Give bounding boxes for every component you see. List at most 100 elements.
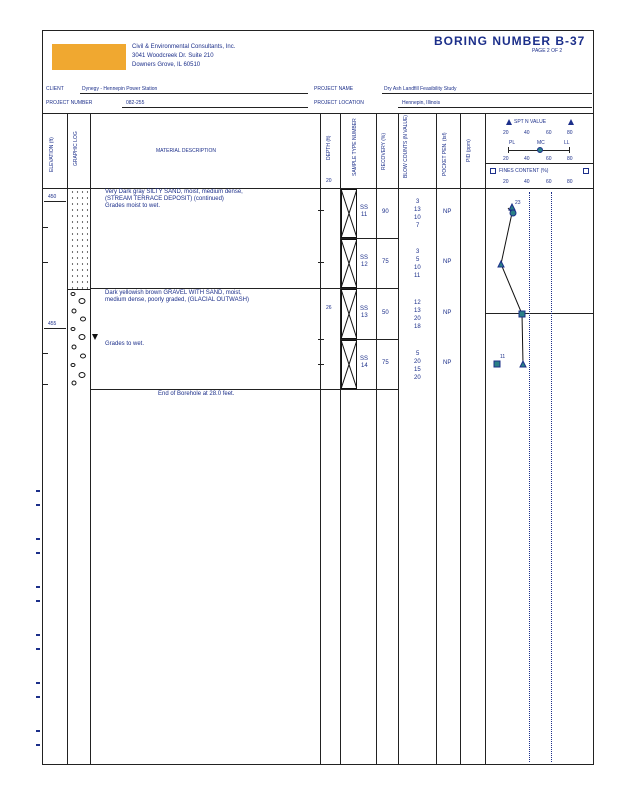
spt-tick: 60 <box>546 130 552 136</box>
spt-legend-label: SPT N VALUE <box>514 119 547 125</box>
sample-box <box>341 289 357 339</box>
sample-type: SS <box>360 255 369 261</box>
mc-point <box>518 310 526 318</box>
col-depth: DEPTH (ft) <box>326 135 332 160</box>
page-number: PAGE 2 OF 2 <box>532 48 563 54</box>
description-line: Very Dark gray SILTY SAND, moist, medium… <box>105 189 243 195</box>
blow-count: 3 <box>416 249 420 255</box>
col-pocket-pen: POCKET PEN. (tsf) <box>442 132 448 176</box>
graphic-log-gravel <box>70 292 86 386</box>
pl-label: PL <box>509 140 516 146</box>
sample-type: SS <box>360 205 369 211</box>
company-address-1: 3041 Woodcreek Dr. Suite 210 <box>132 53 214 59</box>
project-number-value: 082-255 <box>126 100 145 106</box>
sample-recovery: 90 <box>382 209 389 215</box>
sample-box <box>341 189 357 238</box>
project-name-value: Dry Ash Landfill Feasibility Study <box>384 86 457 92</box>
col-elevation: ELEVATION (ft) <box>49 137 55 172</box>
blow-count: 15 <box>414 367 421 373</box>
blow-count: 12 <box>414 300 421 306</box>
blow-count: 5 <box>416 257 420 263</box>
spt-tick: 80 <box>567 130 573 136</box>
sample-recovery: 50 <box>382 310 389 316</box>
pid-value: NP <box>443 259 452 265</box>
blow-count: 20 <box>414 359 421 365</box>
blow-count: 7 <box>416 223 420 229</box>
graphic-log-silty-sand <box>70 189 88 289</box>
col-material: MATERIAL DESCRIPTION <box>156 148 217 154</box>
elevation-label: 455 <box>48 321 57 327</box>
spt-tick: 20 <box>503 130 509 136</box>
pid-value: NP <box>443 360 452 366</box>
spt-point <box>519 359 527 368</box>
sample-recovery: 75 <box>382 360 389 366</box>
sample-number: 12 <box>361 262 368 268</box>
depth-marker: 26 <box>326 305 332 311</box>
atterberg-tick: 20 <box>503 156 509 162</box>
ll-label: LL <box>564 140 570 146</box>
blow-count: 10 <box>414 215 421 221</box>
fines-tick: 20 <box>503 179 509 185</box>
project-location-label: PROJECT LOCATION <box>314 100 364 106</box>
description-line: Grades to wet. <box>105 341 145 347</box>
project-number-label: PROJECT NUMBER <box>46 100 93 106</box>
mc-label: MC <box>537 140 545 146</box>
sample-number: 11 <box>361 212 368 218</box>
fines-tick: 60 <box>546 179 552 185</box>
blow-count: 18 <box>414 324 421 330</box>
page-frame <box>42 30 594 765</box>
company-name: Civil & Environmental Consultants, Inc. <box>132 44 236 50</box>
sample-box <box>341 340 357 389</box>
atterberg-tick: 40 <box>524 156 530 162</box>
water-level-icon <box>92 334 98 340</box>
blow-count: 5 <box>416 351 420 357</box>
client-label: CLIENT <box>46 86 64 92</box>
sample-number: 14 <box>361 363 368 369</box>
blow-count: 11 <box>414 273 421 279</box>
sample-number: 13 <box>361 313 368 319</box>
sample-type: SS <box>360 356 369 362</box>
col-graphic-log: GRAPHIC LOG <box>73 131 79 166</box>
atterberg-tick: 80 <box>567 156 573 162</box>
sample-recovery: 75 <box>382 259 389 265</box>
blow-count: 13 <box>414 207 421 213</box>
col-recovery: RECOVERY (%) <box>381 132 387 170</box>
elevation-label: 450 <box>48 194 57 200</box>
boring-title: BORING NUMBER B-37 <box>434 34 586 48</box>
atterberg-tick: 60 <box>546 156 552 162</box>
margin-marks <box>36 490 40 765</box>
fines-annotation: 11 <box>500 354 506 360</box>
col-blow: BLOW COUNTS (N VALUE) <box>403 115 409 178</box>
pid-value: NP <box>443 310 452 316</box>
spt-legend-left-icon <box>506 119 512 125</box>
project-name-label: PROJECT NAME <box>314 86 354 92</box>
mc-legend-icon <box>537 147 543 153</box>
sample-box <box>341 239 357 288</box>
sample-type: SS <box>360 306 369 312</box>
spt-annotation: 23 <box>515 200 521 206</box>
company-logo <box>52 44 126 70</box>
spt-point <box>497 259 505 268</box>
col-pid: PID (ppm) <box>466 139 472 162</box>
fines-legend-label: FINES CONTENT (%) <box>499 168 549 174</box>
blow-count: 20 <box>414 316 421 322</box>
description-line: (STREAM TERRACE DEPOSIT) (continued) <box>105 196 224 202</box>
blow-count: 3 <box>416 199 420 205</box>
pid-value: NP <box>443 209 452 215</box>
description-end: End of Borehole at 28.0 feet. <box>158 391 235 397</box>
blow-count: 13 <box>414 308 421 314</box>
fines-point <box>509 209 517 217</box>
fines-tick: 80 <box>567 179 573 185</box>
depth-start: 20 <box>326 178 332 184</box>
fines-legend-left-icon <box>490 168 496 174</box>
blow-count: 20 <box>414 375 421 381</box>
fines-legend-right-icon <box>583 168 589 174</box>
fines-point <box>493 360 501 368</box>
spt-plot <box>493 202 527 368</box>
description-line: medium dense, poorly graded, (GLACIAL OU… <box>105 297 249 303</box>
client-value: Dynegy - Hennepin Power Station <box>82 86 158 92</box>
blow-count: 10 <box>414 265 421 271</box>
company-address-2: Downers Grove, IL 60510 <box>132 62 201 68</box>
spt-tick: 40 <box>524 130 530 136</box>
fines-tick: 40 <box>524 179 530 185</box>
